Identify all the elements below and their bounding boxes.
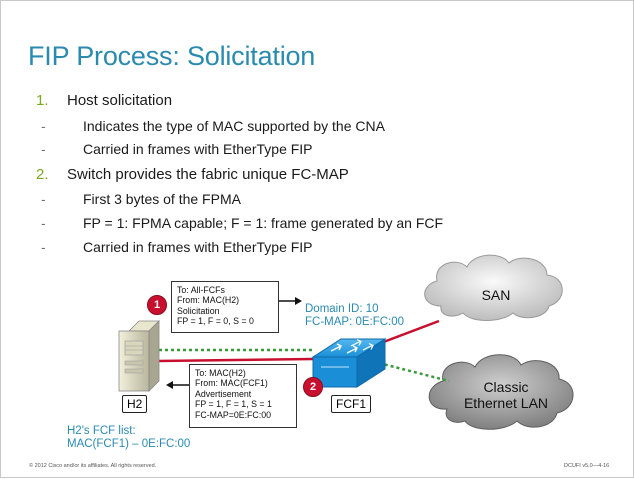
host-server-icon bbox=[118, 320, 160, 392]
sub-bullet-dash: - bbox=[41, 118, 46, 134]
sub-bullet-dash: - bbox=[41, 141, 46, 157]
fcf-list-entry: MAC(FCF1) – 0E:FC:00 bbox=[67, 437, 191, 450]
solicitation-frame-box: To: All-FCFs From: MAC(H2) Solicitation … bbox=[171, 281, 279, 333]
slide-number: DCUFI v5.0—4-16 bbox=[564, 463, 610, 469]
bullet-1-number: 1. bbox=[36, 92, 49, 109]
sub-bullet-dash: - bbox=[41, 239, 46, 255]
san-cloud-icon bbox=[424, 254, 563, 321]
advertisement-frame-box: To: MAC(H2) From: MAC(FCF1) Advertisemen… bbox=[189, 364, 297, 428]
step-1-badge: 1 bbox=[147, 295, 167, 315]
domain-info: Domain ID: 10 FC-MAP: 0E:FC:00 bbox=[305, 303, 404, 328]
sub-bullet-dash: - bbox=[41, 215, 46, 231]
sub-bullet-text: FP = 1: FPMA capable; F = 1: frame gener… bbox=[83, 215, 444, 231]
sub-bullet-dash: - bbox=[41, 191, 46, 207]
fc-link-switch-san bbox=[380, 319, 440, 345]
bullet-2-number: 2. bbox=[36, 166, 49, 183]
frame-line: To: All-FCFs bbox=[177, 285, 225, 295]
advertisement-arrow-icon bbox=[166, 381, 189, 389]
lan-label-line: Ethernet LAN bbox=[463, 395, 549, 411]
lan-label-line: Classic bbox=[483, 379, 529, 395]
frame-line: From: MAC(H2) bbox=[177, 295, 240, 306]
sub-bullet-text: Carried in frames with EtherType FIP bbox=[83, 141, 313, 157]
copyright-footer: © 2012 Cisco and/or its affiliates. All … bbox=[29, 463, 157, 469]
sub-bullet-text: Carried in frames with EtherType FIP bbox=[83, 239, 313, 255]
fcf-switch-icon bbox=[311, 338, 387, 388]
step-2-badge: 2 bbox=[303, 377, 323, 397]
san-label: SAN bbox=[481, 287, 511, 303]
sub-bullet-text: First 3 bytes of the FPMA bbox=[83, 191, 241, 207]
switch-label: FCF1 bbox=[331, 395, 371, 413]
ethernet-link-switch-lan bbox=[378, 361, 450, 383]
frame-line: FC-MAP=0E:FC:00 bbox=[195, 409, 272, 420]
host-label: H2 bbox=[122, 395, 148, 413]
frame-line: Solicitation bbox=[177, 305, 220, 316]
slide-title: FIP Process: Solicitation bbox=[28, 41, 316, 71]
fcf-list-title: H2's FCF list: bbox=[67, 425, 136, 437]
frame-line: FP = 1, F = 1, S = 1 bbox=[195, 399, 272, 410]
h2-fcf-list: H2's FCF list: MAC(FCF1) – 0E:FC:00 bbox=[67, 425, 190, 450]
bullet-list: 1. Host solicitation - Indicates the typ… bbox=[1, 1, 634, 271]
domain-id: Domain ID: 10 bbox=[305, 303, 379, 315]
bullet-1-text: Host solicitation bbox=[67, 92, 173, 109]
ethernet-lan-cloud-icon bbox=[428, 354, 574, 430]
frame-line: FP = 1, F = 0, S = 0 bbox=[177, 316, 254, 327]
sub-bullet-text: Indicates the type of MAC supported by t… bbox=[83, 118, 385, 134]
ethernet-lan-label: Classic Ethernet LAN bbox=[451, 379, 561, 411]
frame-line: To: MAC(H2) bbox=[195, 368, 246, 378]
domain-fc-map: FC-MAP: 0E:FC:00 bbox=[305, 315, 405, 328]
frame-line: From: MAC(FCF1) bbox=[195, 378, 268, 389]
frame-line: Advertisement bbox=[195, 388, 252, 399]
fc-link-host-switch bbox=[158, 357, 314, 363]
bullet-2-text: Switch provides the fabric unique FC-MAP bbox=[67, 166, 349, 183]
solicitation-arrow-icon bbox=[279, 297, 302, 305]
